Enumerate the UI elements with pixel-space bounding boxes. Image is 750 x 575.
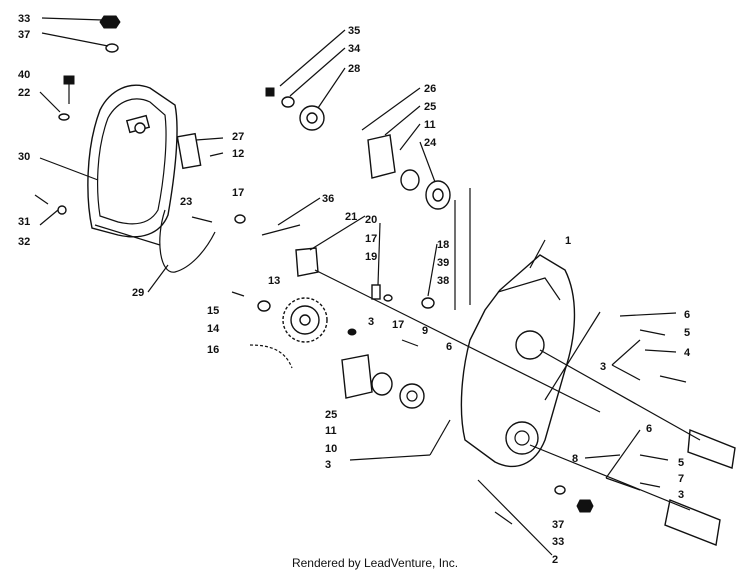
callout-11: 11 [424,119,436,131]
callout-32: 32 [18,236,30,248]
callout-13: 13 [268,275,280,287]
callout-35: 35 [348,25,360,37]
bottom-hardware-parts [494,485,594,525]
lower-bearing-group [341,354,425,409]
callout-27: 27 [232,131,244,143]
callout-15: 15 [207,305,219,317]
callout-28: 28 [348,63,360,75]
callout-39: 39 [437,257,449,269]
callout-1: 1 [565,235,571,247]
callout-4: 4 [684,347,691,359]
callout-36: 36 [322,193,334,205]
callout-25: 25 [424,101,436,113]
callout-23: 23 [180,196,192,208]
callout-24: 24 [424,137,437,149]
cable-part [159,209,216,273]
callout-6a: 6 [446,341,452,353]
callout-34: 34 [348,43,361,55]
top-sprocket-group [265,87,325,131]
callout-3b: 3 [325,459,331,471]
callout-5b: 5 [678,457,684,469]
leader-lines [39,17,701,556]
top-nut-washer-parts [99,15,121,53]
callout-37b: 37 [552,519,564,531]
callout-10: 10 [325,443,337,455]
callout-3c: 3 [600,361,606,373]
shaft-assembly-parts [191,214,319,277]
callout-14: 14 [207,323,220,335]
callout-29: 29 [132,287,144,299]
callout-37: 37 [18,29,30,41]
callout-33b: 33 [552,536,564,548]
callout-16: 16 [207,344,219,356]
bolt-washer-parts-31-32 [34,194,67,215]
callout-31: 31 [18,216,30,228]
callout-3d: 3 [678,489,684,501]
callout-25b: 25 [325,409,337,421]
callout-21: 21 [345,211,357,223]
callout-22: 22 [18,87,30,99]
callout-12: 12 [232,148,244,160]
callout-26: 26 [424,83,436,95]
callout-2: 2 [552,554,558,566]
sprocket-hardware-parts [231,291,293,369]
small-hardware-parts [347,284,435,347]
callout-17: 17 [232,187,244,199]
callout-6c: 6 [646,423,652,435]
callout-5: 5 [684,327,690,339]
callout-40: 40 [18,69,30,81]
callout-6b: 6 [684,309,690,321]
callout-9: 9 [422,325,428,337]
footer-credit: Rendered by LeadVenture, Inc. [291,556,459,570]
callout-30: 30 [18,151,30,163]
callout-20: 20 [365,214,377,226]
callout-17b: 17 [365,233,377,245]
callout-11b: 11 [325,425,337,437]
chain-case-cover-part [87,84,178,238]
callout-19: 19 [365,251,377,263]
callout-38: 38 [437,275,449,287]
large-sprocket-part [282,297,328,343]
callout-17c: 17 [392,319,404,331]
callout-18: 18 [437,239,449,251]
fitting-parts-40-22 [58,75,75,121]
callout-3a: 3 [368,316,374,328]
bracket-plate-part [176,132,202,170]
callout-8: 8 [572,453,578,465]
callout-labels: 33 37 40 22 30 31 32 27 12 17 23 29 35 3… [18,13,691,566]
callout-33: 33 [18,13,30,25]
main-housing-part [460,254,576,467]
callout-7: 7 [678,473,684,485]
upper-bearing-group [367,134,451,210]
right-side-hardware [639,329,736,546]
